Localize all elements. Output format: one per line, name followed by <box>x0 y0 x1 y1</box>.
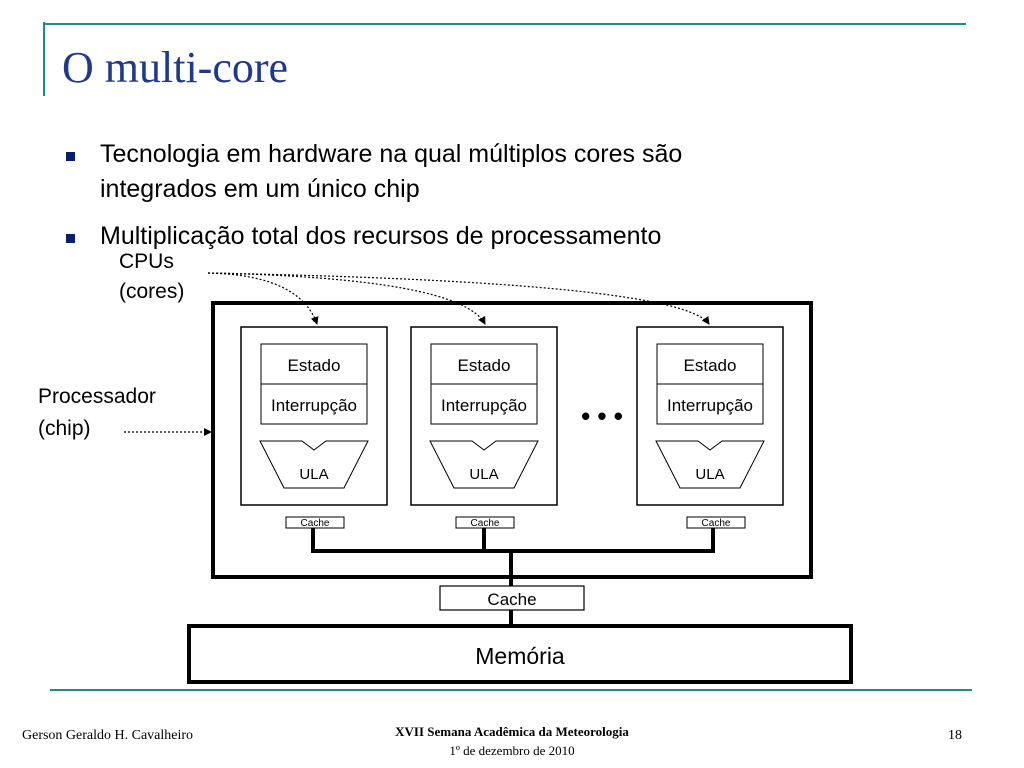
interrupcao-text: Interrupção <box>271 396 357 415</box>
footer-author: Gerson Geraldo H. Cavalheiro <box>22 728 194 743</box>
estado-box <box>656 343 764 385</box>
core-cache-text: Cache <box>702 518 731 529</box>
core-1: Estado Interrupção ULA Cache <box>240 326 388 529</box>
estado-text: Estado <box>458 356 511 375</box>
footer-date: 1º de dezembro de 2010 <box>449 743 575 758</box>
cpus-label: CPUs <box>119 250 174 273</box>
estado-box <box>430 343 538 385</box>
core-cache-text: Cache <box>471 518 500 529</box>
cpu-pointer-3 <box>207 272 710 325</box>
page-number: 18 <box>948 728 962 743</box>
estado-box <box>260 343 368 385</box>
estado-text: Estado <box>288 356 341 375</box>
ula-text: ULA <box>695 466 724 483</box>
interrupcao-box <box>430 383 538 425</box>
interrupcao-text: Interrupção <box>441 396 527 415</box>
bullet-square-icon <box>66 152 75 161</box>
bullet-1-line-2: integrados em um único chip <box>100 175 420 203</box>
ula-text: ULA <box>299 466 328 483</box>
core-cache-box <box>455 516 515 529</box>
ula-shape <box>429 440 539 489</box>
interrupcao-box <box>656 383 764 425</box>
memory-text: Memória <box>475 643 565 669</box>
ula-shape <box>259 440 369 489</box>
core-3: Estado Interrupção ULA Cache <box>636 326 784 529</box>
ula-text: ULA <box>469 466 498 483</box>
interrupcao-text: Interrupção <box>667 396 753 415</box>
core-cache-text: Cache <box>301 518 330 529</box>
cpu-pointer-1 <box>207 272 319 325</box>
cpu-pointer-2 <box>207 272 486 325</box>
ellipsis-dots: • • • <box>581 401 623 431</box>
slide-title: O multi-core <box>62 43 289 92</box>
shared-cache-text: Cache <box>487 590 536 609</box>
core-cache-box <box>686 516 746 529</box>
ula-shape <box>655 440 765 489</box>
interrupcao-box <box>260 383 368 425</box>
bullet-square-icon <box>66 234 75 243</box>
chip-label: (chip) <box>38 417 91 440</box>
shared-cache-box <box>439 585 585 611</box>
core-2: Estado Interrupção ULA Cache <box>410 326 558 529</box>
memory-box <box>187 624 853 684</box>
core-cache-box <box>285 516 345 529</box>
estado-text: Estado <box>684 356 737 375</box>
processor-label: Processador <box>38 385 156 408</box>
cores-label: (cores) <box>119 280 185 303</box>
bullet-1-line-1: Tecnologia em hardware na qual múltiplos… <box>100 140 683 168</box>
footer-event: XVII Semana Acadêmica da Meteorologia <box>395 724 629 739</box>
bullet-2-line-1: Multiplicação total dos recursos de proc… <box>100 222 662 250</box>
